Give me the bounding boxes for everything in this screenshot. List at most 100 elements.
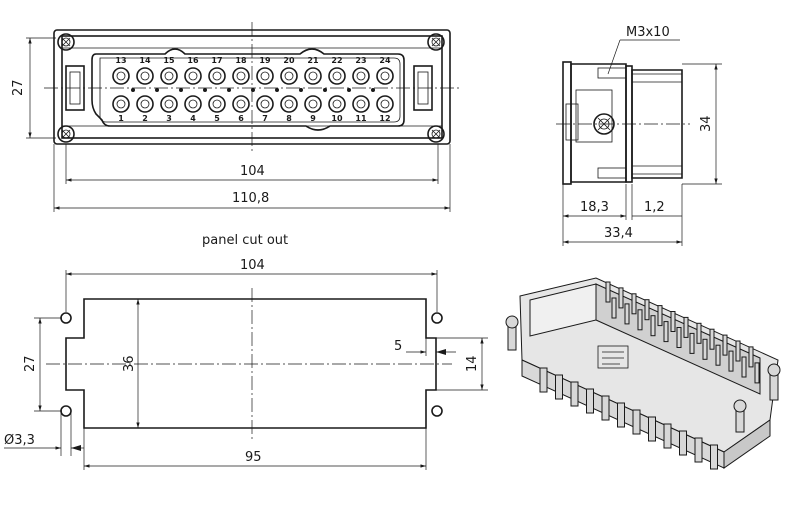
pin-contact-core [212, 99, 222, 109]
pin-contact [232, 67, 250, 85]
isometric-pin [631, 293, 637, 315]
pin-contact-core [140, 99, 150, 109]
isometric-pin [657, 305, 663, 327]
pin-contact [136, 67, 154, 85]
pin-gap-dot [179, 88, 183, 92]
isometric-fin [555, 374, 563, 400]
pin-contact-core [212, 71, 222, 81]
corner-screw-top-left [57, 33, 75, 51]
side-depth-a-label: 18,3 [580, 200, 609, 215]
screw-label: M3x10 [626, 25, 670, 40]
cutout-notch-label: 5 [394, 339, 402, 354]
pin-gap-dot [323, 88, 327, 92]
pin-gap-dot [347, 88, 351, 92]
isometric-pin [702, 338, 708, 360]
pin-number: 10 [331, 114, 343, 123]
pin-contact [136, 95, 154, 113]
isometric-view [505, 277, 781, 470]
cutout-width-label: 104 [240, 258, 265, 273]
pin-contact [304, 95, 322, 113]
pin-contact [256, 95, 274, 113]
pin-number: 3 [166, 114, 172, 123]
isometric-pin [624, 303, 630, 325]
corner-screw-bottom-left [57, 125, 75, 143]
pin-number: 19 [259, 56, 271, 65]
corner-screw-bottom-right [427, 125, 445, 143]
cutout-notch-height-label: 14 [465, 355, 480, 372]
isometric-screw-right-icon [767, 363, 781, 401]
side-total-label: 33,4 [604, 226, 633, 241]
isometric-pin [728, 350, 734, 372]
isometric-pin [748, 346, 754, 368]
front-dimension-outer-width: 110,8 [53, 144, 451, 212]
isometric-fin [694, 437, 703, 463]
pin-contact-core [260, 71, 270, 81]
pin-contact [352, 67, 370, 85]
cutout-dimension-height: 36 [122, 299, 140, 428]
isometric-fins [539, 367, 718, 470]
isometric-pin [754, 362, 760, 384]
pin-contact-core [188, 71, 198, 81]
isometric-screw-bottom-icon [733, 399, 747, 433]
cutout-dimension-hole-spacing: 27 [23, 317, 62, 412]
pin-contact-core [332, 99, 342, 109]
side-screw-callout: M3x10 [607, 25, 680, 75]
pin-number: 20 [283, 56, 295, 65]
pin-contact [352, 95, 370, 113]
pin-number: 2 [142, 114, 148, 123]
side-dimension-depth: 18,3 1,2 33,4 [562, 184, 683, 246]
cutout-dimension-notch-height: 14 [436, 337, 488, 391]
isometric-pin [689, 332, 695, 354]
front-outer-width-label: 110,8 [232, 191, 269, 206]
isometric-fin [679, 430, 687, 456]
pin-number: 15 [163, 56, 175, 65]
pin-number: 12 [379, 114, 390, 123]
side-view [556, 61, 690, 185]
pin-number: 23 [355, 56, 366, 65]
pin-contact [160, 67, 178, 85]
pin-contact [112, 67, 130, 85]
side-depth-b-label: 1,2 [644, 200, 665, 215]
cutout-dimension-hole-diameter: Ø3,3 [4, 411, 84, 456]
pin-contact-core [260, 99, 270, 109]
isometric-pin [715, 344, 721, 366]
isometric-fin [663, 423, 672, 449]
pin-contact [280, 67, 298, 85]
pin-number: 11 [355, 114, 367, 123]
isometric-fin [648, 416, 656, 442]
pin-contact-core [356, 99, 366, 109]
pin-number: 22 [331, 56, 342, 65]
isometric-pin [644, 299, 650, 321]
isometric-fin [570, 381, 579, 407]
isometric-fin [710, 444, 718, 470]
side-height-label: 34 [699, 115, 714, 132]
pin-number: 5 [214, 114, 220, 123]
pin-number: 1 [118, 114, 124, 123]
pin-number: 8 [286, 114, 292, 123]
isometric-fin [586, 388, 594, 414]
front-height-label: 27 [11, 79, 26, 96]
pin-contact [328, 95, 346, 113]
isometric-pin [637, 309, 643, 331]
isometric-pin [722, 334, 728, 356]
pin-contact-core [332, 71, 342, 81]
pin-contact [208, 67, 226, 85]
pin-contact-core [140, 71, 150, 81]
isometric-pin [741, 356, 747, 378]
pin-number: 18 [235, 56, 247, 65]
pin-contact [112, 95, 130, 113]
pin-gap-dot [251, 88, 255, 92]
cutout-hole-diameter-label: Ø3,3 [4, 433, 35, 448]
pin-contact-core [284, 71, 294, 81]
pin-contact [232, 95, 250, 113]
isometric-pin [611, 297, 617, 319]
pin-contact-core [116, 99, 126, 109]
isometric-pin [735, 340, 741, 362]
pin-contact-core [236, 99, 246, 109]
pin-contact [280, 95, 298, 113]
isometric-pin [650, 315, 656, 337]
isometric-pin [618, 287, 624, 309]
pin-contact [376, 95, 394, 113]
